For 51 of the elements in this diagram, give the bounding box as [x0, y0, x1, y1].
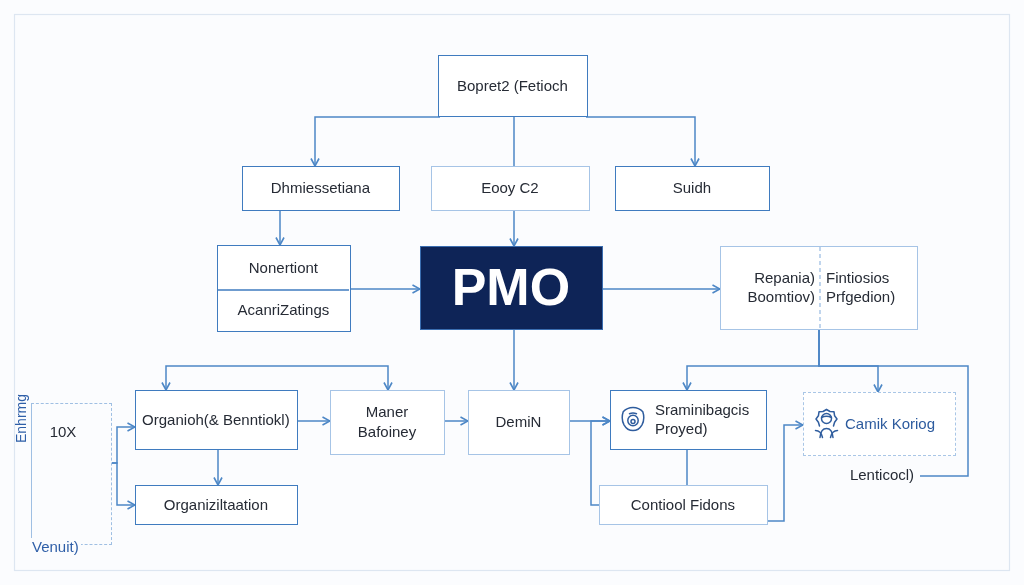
process-box — [217, 245, 351, 332]
dashed-group-box — [803, 392, 956, 456]
arrow — [350, 284, 421, 294]
process-box — [242, 166, 400, 211]
process-box — [615, 166, 770, 211]
arrow — [213, 449, 223, 486]
node-text: Organioh(& Benntiokl) — [142, 409, 290, 430]
arrow — [585, 116, 700, 167]
caption-text: Lenticocl) — [844, 465, 920, 485]
process-box — [135, 390, 298, 450]
arrow — [161, 365, 393, 391]
process-box — [720, 246, 918, 330]
arrow — [275, 210, 285, 246]
node-text: Camik Koriog — [845, 413, 936, 434]
process-box — [135, 485, 298, 525]
arrow — [509, 329, 519, 391]
side-caption: Venuit) — [30, 538, 81, 556]
arrow — [310, 116, 441, 167]
node-text: 10X — [49, 422, 77, 442]
arrow — [111, 462, 136, 510]
title-text: PMO — [451, 261, 571, 314]
highlight-box — [420, 246, 603, 330]
process-box — [330, 390, 445, 455]
process-box — [438, 55, 588, 117]
connector-line — [686, 449, 688, 486]
arrow — [590, 416, 611, 506]
node-text: Fintiosios Prfgedion) — [826, 267, 897, 307]
node-text: Dhmiessetiana — [270, 178, 370, 198]
node-text: DemiN — [495, 412, 542, 432]
arrow — [509, 210, 519, 247]
node-text: Nonertiont — [248, 258, 318, 278]
node-text: Bopret2 (Fetioch — [456, 75, 568, 96]
arrow — [444, 416, 469, 426]
node-text: Eooy C2 — [481, 178, 539, 198]
arrow — [602, 284, 721, 294]
arrow — [767, 420, 804, 522]
process-box — [431, 166, 590, 211]
node-text: Maner Bafoiney — [356, 402, 418, 442]
node-text: Organiziltaation — [163, 494, 268, 515]
node-text: Sraminibagcis Proyed) — [655, 399, 751, 439]
process-box — [610, 390, 767, 450]
node-text: Suidh — [672, 178, 712, 198]
connector-line — [513, 116, 515, 167]
connector-line — [818, 329, 969, 477]
node-text: AcanriZatings — [237, 300, 330, 320]
side-caption: Enhrmg — [14, 394, 29, 444]
arrow — [297, 416, 331, 426]
node-text: Repania) Boomtiov) — [746, 267, 815, 307]
process-box — [468, 390, 570, 455]
process-box — [599, 485, 768, 525]
node-text: Contiool Fidons — [630, 494, 735, 515]
